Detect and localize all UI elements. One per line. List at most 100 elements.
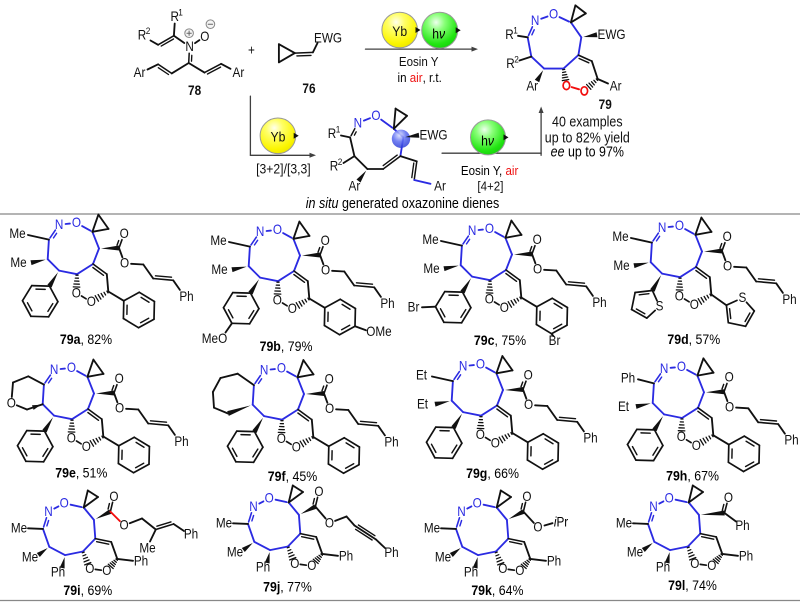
svg-text:Me: Me — [216, 516, 232, 531]
svg-text:Me: Me — [613, 258, 629, 273]
svg-text:O: O — [692, 438, 701, 453]
svg-text:O: O — [314, 484, 323, 499]
svg-text:O: O — [675, 218, 684, 233]
svg-text:O: O — [491, 436, 500, 451]
svg-text:O: O — [325, 516, 334, 531]
svg-text:79f, 45%: 79f, 45% — [268, 467, 318, 483]
svg-text:Ph: Ph — [464, 565, 478, 580]
svg-text:Ph: Ph — [339, 549, 353, 564]
svg-text:Ph: Ph — [735, 518, 749, 533]
svg-text:O: O — [723, 229, 732, 244]
svg-text:Ph: Ph — [380, 296, 394, 311]
svg-text:Me: Me — [616, 516, 632, 531]
svg-text:O: O — [102, 563, 111, 578]
svg-text:O: O — [549, 7, 558, 22]
svg-text:Ph: Ph — [583, 431, 597, 446]
svg-text:78: 78 — [188, 82, 201, 98]
svg-text:MeO: MeO — [202, 331, 228, 346]
svg-text:up to 82% yield: up to 82% yield — [545, 130, 630, 146]
svg-text:Me: Me — [11, 521, 27, 536]
svg-text:2: 2 — [146, 26, 151, 37]
svg-text:Ph: Ph — [739, 549, 753, 564]
svg-text:O: O — [200, 29, 209, 44]
svg-text:O: O — [677, 429, 686, 444]
svg-text:79b, 79%: 79b, 79% — [260, 337, 313, 353]
svg-text:Et: Et — [416, 368, 428, 383]
svg-text:Br: Br — [549, 333, 561, 348]
svg-text:N: N — [531, 13, 539, 28]
svg-text:O: O — [677, 359, 686, 374]
svg-text:Ph: Ph — [547, 554, 561, 569]
svg-text:Ar: Ar — [349, 179, 361, 194]
svg-text:O: O — [72, 215, 81, 230]
svg-text:O: O — [72, 286, 81, 301]
svg-text:O: O — [522, 489, 531, 504]
svg-text:O: O — [690, 556, 699, 571]
svg-text:Ar: Ar — [233, 65, 245, 80]
svg-text:N: N — [50, 362, 58, 377]
svg-text:Me: Me — [612, 229, 628, 244]
svg-text:N: N — [260, 363, 268, 378]
svg-text:O: O — [277, 361, 286, 376]
svg-text:O: O — [321, 233, 330, 248]
svg-text:O: O — [524, 368, 533, 383]
svg-text:Me: Me — [227, 545, 243, 560]
svg-text:O: O — [273, 222, 282, 237]
svg-text:O: O — [515, 563, 524, 578]
svg-text:Eosin Y, air: Eosin Y, air — [461, 163, 518, 178]
svg-text:Me: Me — [9, 226, 25, 241]
svg-text:1: 1 — [513, 25, 518, 36]
svg-text:N: N — [457, 504, 465, 519]
svg-text:O: O — [321, 263, 330, 278]
svg-text:S: S — [656, 299, 664, 314]
svg-text:N: N — [249, 499, 257, 514]
svg-text:OMe: OMe — [366, 324, 391, 339]
svg-text:Ar: Ar — [434, 179, 446, 194]
svg-text:O: O — [500, 300, 509, 315]
svg-text:N: N — [649, 499, 657, 514]
svg-text:Ph: Ph — [174, 434, 188, 449]
svg-text:79c, 75%: 79c, 75% — [474, 331, 526, 347]
svg-text:O: O — [371, 108, 380, 123]
svg-text:[3+2]/[3,3]: [3+2]/[3,3] — [256, 161, 310, 177]
svg-text:Ph: Ph — [621, 371, 635, 386]
svg-text:Me: Me — [423, 261, 439, 276]
svg-text:N: N — [459, 359, 467, 374]
svg-text:O: O — [60, 496, 69, 511]
svg-text:O: O — [473, 496, 482, 511]
svg-text:Ar: Ar — [134, 65, 146, 80]
svg-text:Me: Me — [22, 550, 38, 565]
svg-text:in air, r.t.: in air, r.t. — [398, 70, 442, 85]
svg-text:Et: Et — [417, 397, 429, 412]
svg-text:+: + — [248, 43, 255, 58]
svg-text:O: O — [85, 561, 94, 576]
svg-text:O: O — [725, 370, 734, 385]
svg-text:O: O — [724, 490, 733, 505]
svg-text:79j, 77%: 79j, 77% — [263, 578, 312, 594]
svg-text:N: N — [468, 223, 476, 238]
svg-text:O: O — [115, 371, 124, 386]
svg-text:N: N — [44, 504, 52, 519]
svg-text:O: O — [725, 400, 734, 415]
svg-text:R: R — [328, 126, 336, 141]
svg-text:Ph: Ph — [256, 560, 270, 575]
svg-text:O: O — [87, 294, 96, 309]
svg-text:O: O — [265, 491, 274, 506]
svg-text:O: O — [476, 427, 485, 442]
svg-text:O: O — [109, 489, 118, 504]
svg-text:O: O — [533, 520, 542, 535]
svg-text:O: O — [325, 401, 334, 416]
svg-text:EWG: EWG — [419, 128, 447, 143]
svg-text:Me: Me — [627, 545, 643, 560]
svg-text:O: O — [476, 357, 485, 372]
svg-text:O: O — [690, 297, 699, 312]
svg-text:O: O — [277, 431, 286, 446]
svg-text:O: O — [120, 256, 129, 271]
svg-text:Ph: Ph — [184, 527, 198, 542]
svg-text:R: R — [138, 28, 146, 43]
svg-text:EWG: EWG — [597, 27, 625, 42]
svg-text:R: R — [506, 56, 514, 71]
svg-text:N: N — [55, 217, 63, 232]
svg-text:O: O — [498, 561, 507, 576]
svg-text:Ph: Ph — [784, 433, 798, 448]
